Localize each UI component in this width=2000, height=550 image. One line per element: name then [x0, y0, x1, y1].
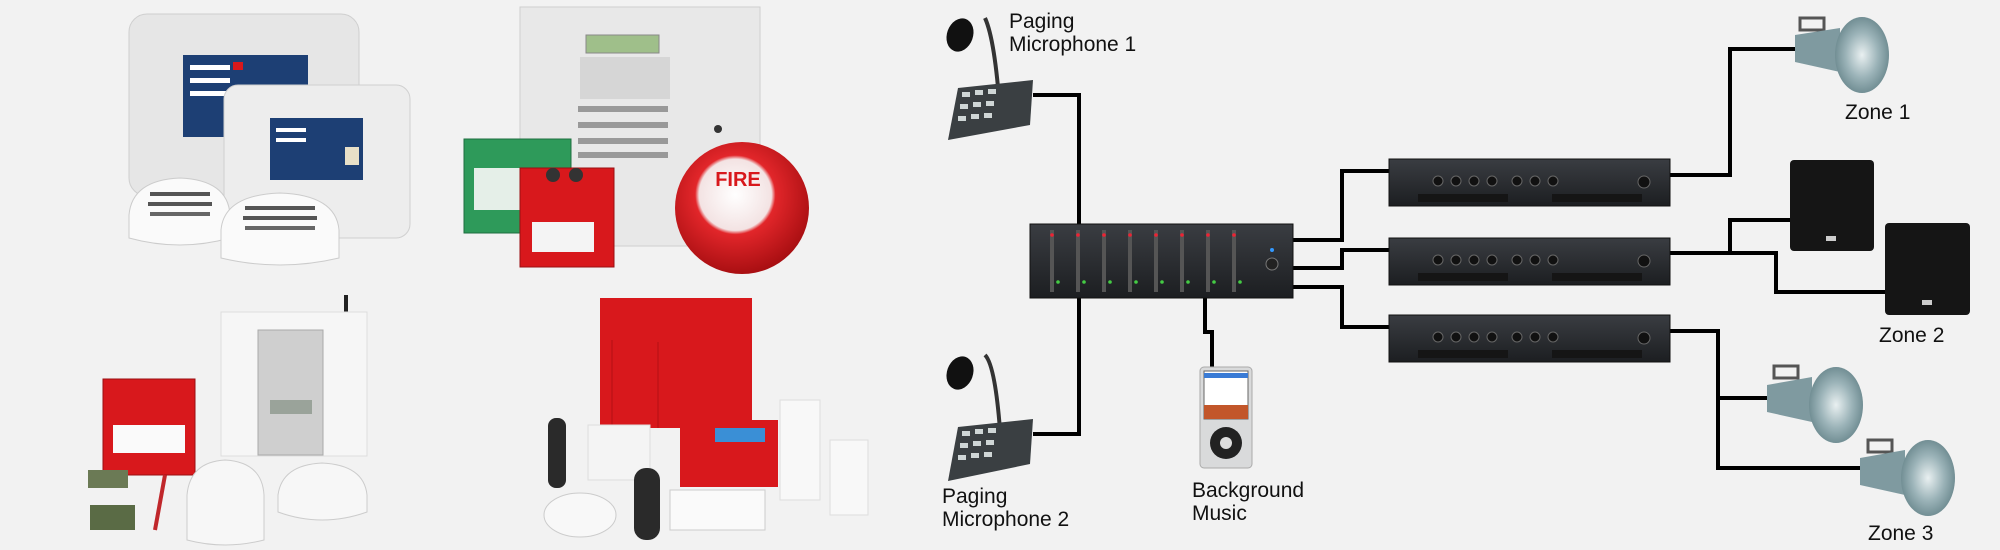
label-background-music: Background Music: [1192, 479, 1304, 525]
label-zone-2: Zone 2: [1879, 324, 1945, 347]
label-zone-3: Zone 3: [1868, 522, 1934, 545]
wire-amp2-zone2a: [1670, 218, 1790, 255]
paging-microphone-2: [946, 353, 1033, 481]
wireless-fire-panel: [220, 295, 368, 457]
detector-bases-and-boards: [88, 459, 368, 546]
wires: [1033, 47, 1885, 470]
label-zone-1: Zone 1: [1845, 101, 1911, 124]
zone-3-horn-speaker-b: [1860, 438, 1955, 516]
amplifier-1: [1388, 158, 1671, 207]
label-paging-microphone-2: Paging Microphone 2: [942, 485, 1069, 531]
smoke-detector: [128, 177, 340, 266]
mixer: [1029, 223, 1294, 299]
wire-mixer-amp2: [1293, 248, 1389, 270]
wire-mic2-mixer: [1033, 298, 1081, 436]
label-line: Music: [1192, 502, 1247, 525]
red-manual-call-point: [519, 167, 615, 268]
wire-mixer-amp3: [1293, 285, 1389, 329]
label-line: Background: [1192, 479, 1305, 502]
zone-2-wall-speaker-b: [1885, 223, 1970, 315]
label-line: Microphone 2: [942, 508, 1070, 531]
zone-2-wall-speaker-a: [1790, 160, 1874, 251]
label-paging-microphone-1: Paging Microphone 1: [1009, 10, 1136, 56]
label-line: Paging: [1009, 10, 1075, 33]
paging-microphone-1: [946, 17, 1033, 140]
wire-music-mixer: [1203, 298, 1214, 367]
fire-bell-label: FIRE: [715, 169, 761, 191]
zone-1-horn-speaker: [1795, 16, 1889, 93]
amplifier-3: [1388, 314, 1671, 363]
wire-amp1-zone1: [1670, 47, 1795, 177]
wire-mixer-amp1: [1293, 169, 1389, 242]
label-line: Microphone 1: [1009, 33, 1137, 56]
wire-amp2-zone2b: [1730, 251, 1885, 294]
label-line: Paging: [942, 485, 1008, 508]
background-music-player: [1199, 366, 1253, 469]
manual-call-point-red: [102, 378, 196, 476]
amplifier-2: [1388, 237, 1671, 286]
fire-bell: FIRE: [675, 142, 809, 274]
zone-3-horn-speaker-a: [1767, 364, 1863, 443]
intruder-alarm-kit: [543, 298, 869, 540]
wire-mic1-mixer: [1033, 93, 1081, 224]
